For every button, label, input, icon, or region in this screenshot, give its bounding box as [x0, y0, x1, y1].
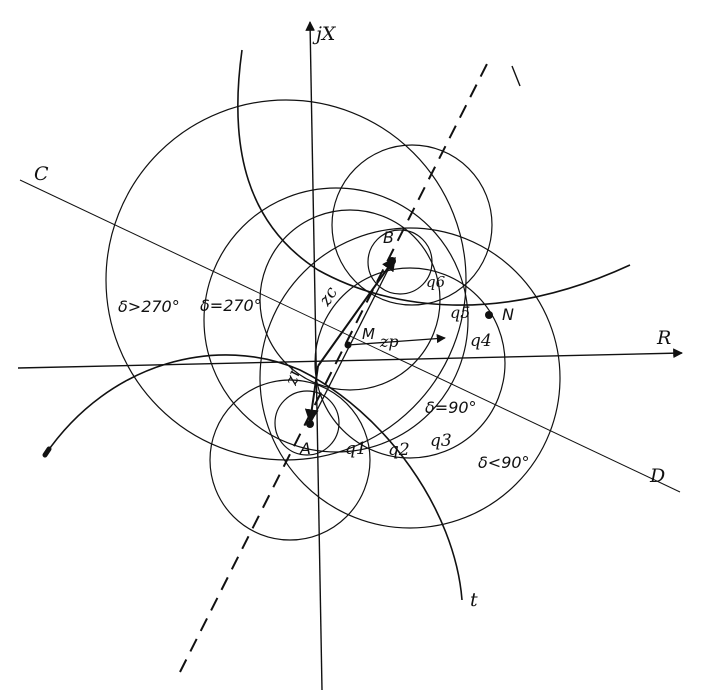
label-q1: q1 — [345, 439, 367, 459]
label-delta-gt-270: δ>270° — [118, 297, 180, 316]
label-a: A — [299, 439, 311, 458]
label-r: R — [656, 327, 671, 349]
label-delta-eq-90: δ=90° — [425, 398, 477, 417]
point-m-marker — [344, 341, 352, 349]
label-zr: zr — [281, 365, 305, 388]
label-delta-lt-90: δ<90° — [478, 453, 530, 472]
point-a-marker — [306, 420, 314, 428]
label-n: N — [502, 305, 514, 324]
upper-curve — [237, 49, 631, 306]
vector-zp — [347, 334, 446, 346]
lower-curve-t — [44, 354, 463, 601]
label-zp: zp — [379, 332, 399, 351]
top-right-tick — [511, 65, 521, 87]
imaginary-axis — [305, 21, 323, 691]
point-n-marker — [485, 311, 493, 319]
point-b-marker — [388, 257, 396, 265]
label-q4: q4 — [470, 331, 492, 351]
label-delta-eq-270: δ=270° — [200, 296, 262, 315]
real-axis — [17, 348, 683, 369]
circle-delta-eq-90 — [314, 267, 506, 459]
label-zc: zc — [315, 283, 343, 311]
label-b: B — [383, 228, 394, 247]
label-q6: q6 — [426, 273, 446, 291]
dashed-line-ab — [179, 57, 491, 673]
circle-delta-gt-270 — [105, 99, 467, 461]
vector-zc — [317, 256, 396, 367]
label-m: M — [362, 325, 375, 343]
circle-q4 — [259, 209, 441, 391]
vector-zr — [304, 365, 319, 424]
label-t: t — [470, 589, 478, 611]
circle-delta-eq-270 — [203, 187, 469, 453]
label-jx: jX — [312, 23, 337, 45]
label-q2: q2 — [388, 440, 410, 460]
label-q3: q3 — [430, 431, 452, 451]
circle-b-outer — [331, 144, 493, 306]
label-d: D — [649, 465, 665, 487]
circle-a-inner — [274, 390, 340, 456]
segment-ab — [309, 261, 393, 425]
label-q5: q5 — [450, 303, 470, 322]
circle-b-inner — [367, 229, 433, 295]
circle-a-outer — [209, 379, 371, 541]
circle-delta-lt-90 — [259, 227, 561, 529]
label-c: C — [34, 163, 49, 185]
lower-curve-end — [42, 446, 52, 458]
